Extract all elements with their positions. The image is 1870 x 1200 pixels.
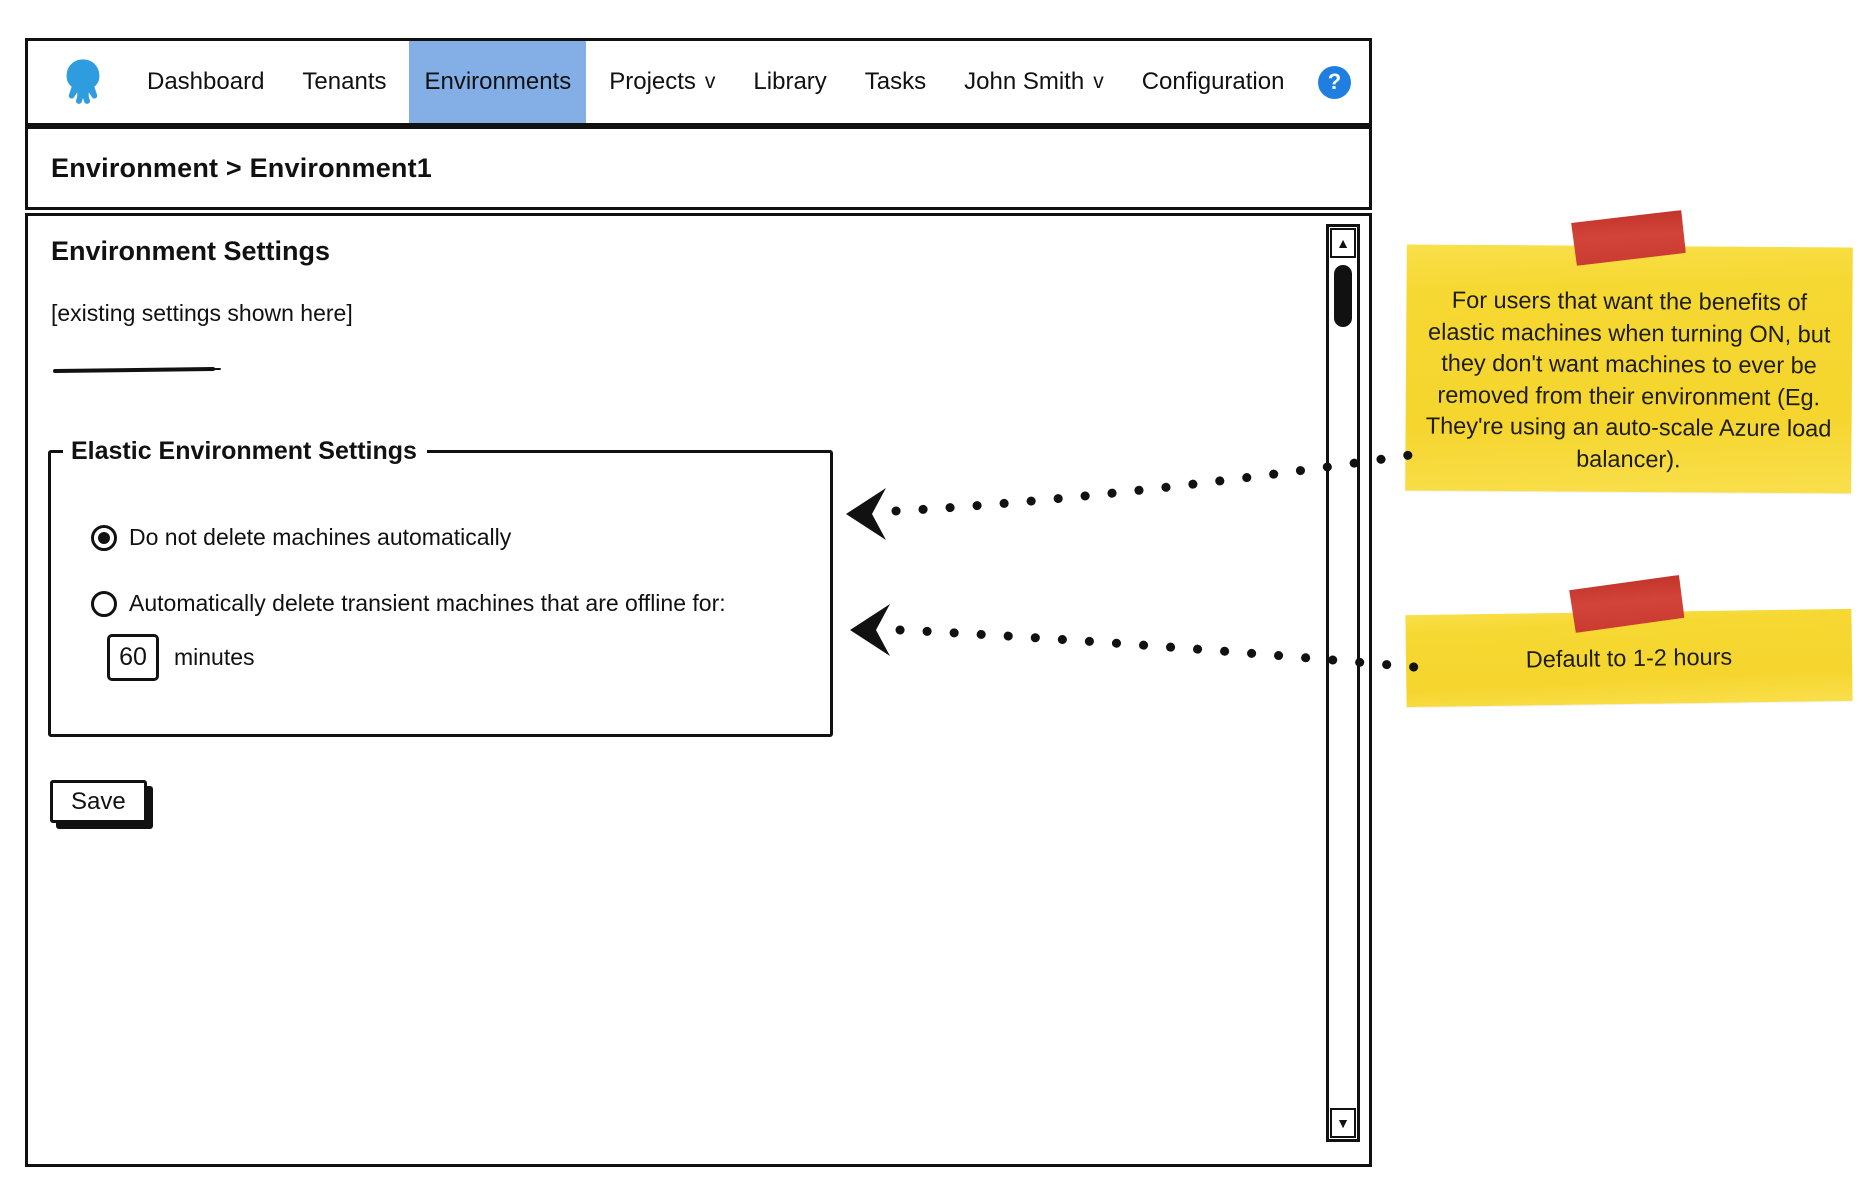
fieldset-legend: Elastic Environment Settings (71, 437, 417, 465)
option-label: Do not delete machines automatically (129, 524, 512, 550)
breadcrumb[interactable]: Environment > Environment1 (51, 152, 433, 183)
existing-settings-placeholder: [existing settings shown here] (51, 300, 353, 326)
scrollbar-up-icon: ▲ (1336, 235, 1350, 251)
sticky-note-text: For users that want the benefits of elas… (1425, 286, 1832, 472)
nav-item-environments[interactable]: Environments (409, 41, 587, 123)
save-button[interactable]: Save (50, 780, 147, 823)
scrollbar-down-icon: ▼ (1336, 1115, 1350, 1131)
vertical-scrollbar[interactable]: ▲ ▼ (1326, 224, 1360, 1142)
nav-item-dashboard[interactable]: Dashboard (147, 68, 265, 95)
sticky-note-default-hours: Default to 1-2 hours (1405, 609, 1853, 708)
octopus-logo-icon[interactable] (58, 54, 108, 110)
option-do-not-delete: Do not delete machines automatically (91, 524, 511, 551)
chevron-down-icon: v (1093, 70, 1104, 93)
breadcrumb-bar: Environment > Environment1 (25, 126, 1372, 210)
nav-item-tasks[interactable]: Tasks (864, 68, 927, 95)
sticky-note-elastic-benefits: For users that want the benefits of elas… (1405, 244, 1853, 494)
scrollbar-up-button[interactable]: ▲ (1330, 228, 1356, 258)
content-panel: Environment Settings [existing settings … (25, 213, 1372, 1167)
option-auto-delete: Automatically delete transient machines … (91, 590, 726, 617)
elastic-settings-fieldset: Elastic Environment Settings Do not dele… (48, 437, 833, 737)
scrollbar-thumb[interactable] (1334, 265, 1352, 327)
chevron-down-icon: v (704, 70, 716, 93)
option-label: Automatically delete transient machines … (129, 590, 726, 616)
page-title: Environment Settings (51, 236, 331, 266)
nav-item-tenants[interactable]: Tenants (302, 68, 387, 95)
minutes-input[interactable] (107, 634, 159, 681)
help-icon[interactable]: ? (1318, 65, 1351, 99)
nav-item-configuration[interactable]: Configuration (1141, 68, 1285, 95)
radio-auto-delete[interactable] (91, 590, 117, 617)
offline-minutes-row: minutes (107, 634, 255, 681)
radio-do-not-delete[interactable] (91, 524, 117, 551)
nav-item-library[interactable]: Library (753, 68, 827, 95)
scrollbar-down-button[interactable]: ▼ (1330, 1108, 1356, 1138)
minutes-label: minutes (174, 644, 255, 670)
divider-line (52, 367, 216, 373)
